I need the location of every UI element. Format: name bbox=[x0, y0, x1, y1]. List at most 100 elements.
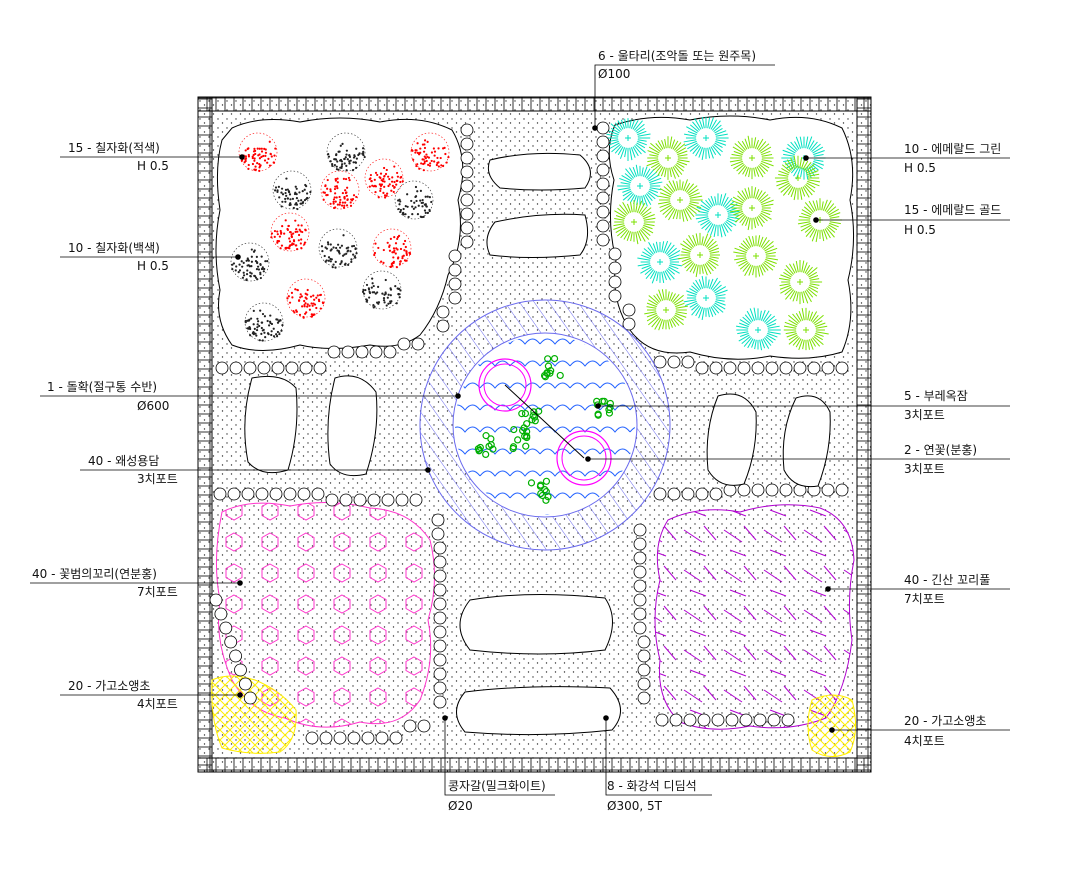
pebble bbox=[214, 607, 228, 621]
pebble bbox=[283, 487, 297, 501]
leader-dot bbox=[603, 715, 609, 721]
label-lotus: 2 - 연꽃(분홍) 3치포트 bbox=[904, 443, 977, 476]
pebble bbox=[257, 361, 271, 375]
pond bbox=[419, 299, 671, 551]
emerald-green-shrub bbox=[683, 116, 729, 161]
pebble bbox=[765, 361, 779, 375]
leader-dot bbox=[425, 467, 431, 473]
pebble bbox=[737, 483, 751, 497]
pebble bbox=[229, 361, 243, 375]
emerald-green-shrub bbox=[683, 275, 728, 321]
leader-dot bbox=[825, 586, 831, 592]
white-shrub bbox=[230, 242, 270, 282]
svg-text:H 0.5: H 0.5 bbox=[904, 161, 936, 175]
red-shrub bbox=[372, 228, 412, 269]
svg-text:15 - 에메랄드 골드: 15 - 에메랄드 골드 bbox=[904, 203, 1001, 217]
svg-text:7치포트: 7치포트 bbox=[904, 592, 945, 606]
red-shrub bbox=[364, 158, 404, 199]
pebble bbox=[433, 611, 447, 625]
pebble bbox=[460, 151, 474, 165]
pebble bbox=[339, 493, 353, 507]
pebble bbox=[751, 483, 765, 497]
pebble bbox=[403, 719, 417, 733]
pebble bbox=[243, 361, 257, 375]
pebble bbox=[436, 305, 450, 319]
label-waesong: 40 - 왜성용담 3치포트 bbox=[88, 454, 178, 486]
pebble bbox=[327, 345, 341, 359]
emerald-green-shrub bbox=[736, 307, 781, 351]
pebble bbox=[361, 731, 375, 745]
pebble bbox=[596, 191, 610, 205]
pebble bbox=[681, 487, 695, 501]
svg-text:H 0.5: H 0.5 bbox=[904, 223, 936, 237]
pebble bbox=[723, 361, 737, 375]
pebble bbox=[460, 123, 474, 137]
pebble bbox=[353, 493, 367, 507]
floating-plant bbox=[474, 432, 497, 459]
label-ginsan: 40 - 긴산 꼬리풀 7치포트 bbox=[904, 573, 990, 606]
pebble bbox=[608, 247, 622, 261]
leader-dot bbox=[442, 715, 448, 721]
pebble bbox=[460, 179, 474, 193]
label-ulttari: 6 - 울타리(조악돌 또는 원주목) Ø100 bbox=[598, 49, 756, 81]
pebble bbox=[807, 361, 821, 375]
pebble bbox=[737, 361, 751, 375]
svg-text:Ø100: Ø100 bbox=[598, 67, 630, 81]
label-chiljawha-white: 10 - 칠자화(백색) H 0.5 bbox=[68, 241, 169, 273]
label-emerald-green: 10 - 에메랄드 그린 H 0.5 bbox=[904, 142, 1001, 175]
emerald-gold-shrub bbox=[779, 260, 823, 305]
pebble bbox=[622, 317, 636, 331]
emerald-green-shrub bbox=[695, 193, 741, 238]
ginsan-bed bbox=[654, 504, 856, 757]
pebble bbox=[238, 677, 252, 691]
svg-text:2 - 연꽃(분홍): 2 - 연꽃(분홍) bbox=[904, 443, 977, 457]
leader-dot bbox=[595, 403, 601, 409]
pebble bbox=[305, 731, 319, 745]
svg-text:40 - 왜성용담: 40 - 왜성용담 bbox=[88, 454, 159, 468]
pebble bbox=[608, 261, 622, 275]
emerald-gold-shrub bbox=[729, 135, 774, 180]
pebble bbox=[448, 249, 462, 263]
pebble bbox=[311, 487, 325, 501]
label-gago-left: 20 - 가고소앵초 4치포트 bbox=[68, 679, 178, 711]
pebble bbox=[667, 487, 681, 501]
pebble bbox=[596, 121, 610, 135]
emerald-gold-shrub bbox=[613, 200, 656, 245]
pebble bbox=[234, 663, 247, 677]
pebble bbox=[319, 731, 333, 745]
pebble bbox=[596, 163, 610, 177]
pebble bbox=[695, 361, 709, 375]
pebble bbox=[596, 219, 610, 233]
svg-text:H 0.5: H 0.5 bbox=[137, 159, 169, 173]
emerald-gold-shrub bbox=[729, 186, 774, 231]
pebble bbox=[633, 579, 647, 593]
pebble bbox=[433, 639, 447, 653]
floating-plant bbox=[540, 354, 564, 381]
svg-text:7치포트: 7치포트 bbox=[137, 585, 178, 599]
pebble bbox=[285, 361, 299, 375]
pebble bbox=[433, 653, 447, 667]
pebble bbox=[460, 165, 474, 179]
pebble bbox=[460, 193, 474, 207]
label-kkotbeom: 40 - 꽃범의꼬리(연분홍) 7치포트 bbox=[32, 567, 178, 599]
svg-text:콩자갈(밀크화이트): 콩자갈(밀크화이트) bbox=[448, 779, 546, 793]
leader-line bbox=[594, 64, 775, 128]
svg-text:H 0.5: H 0.5 bbox=[137, 259, 169, 273]
pebble bbox=[821, 483, 835, 497]
label-emerald-gold: 15 - 에메랄드 골드 H 0.5 bbox=[904, 203, 1001, 237]
svg-text:Ø600: Ø600 bbox=[137, 399, 169, 413]
pebble bbox=[299, 361, 313, 375]
pebble bbox=[395, 493, 409, 507]
svg-text:20 - 가고소앵초: 20 - 가고소앵초 bbox=[904, 714, 986, 728]
lotus-2 bbox=[556, 430, 612, 486]
pebble bbox=[596, 149, 610, 163]
pebble-border bbox=[209, 121, 849, 745]
pebble bbox=[433, 597, 447, 611]
floating-plants bbox=[474, 354, 614, 504]
pebble bbox=[739, 713, 753, 727]
pebble bbox=[793, 361, 807, 375]
svg-text:4치포트: 4치포트 bbox=[904, 734, 945, 748]
svg-text:20 - 가고소앵초: 20 - 가고소앵초 bbox=[68, 679, 150, 693]
pebble bbox=[433, 695, 447, 709]
pebble bbox=[653, 487, 667, 501]
